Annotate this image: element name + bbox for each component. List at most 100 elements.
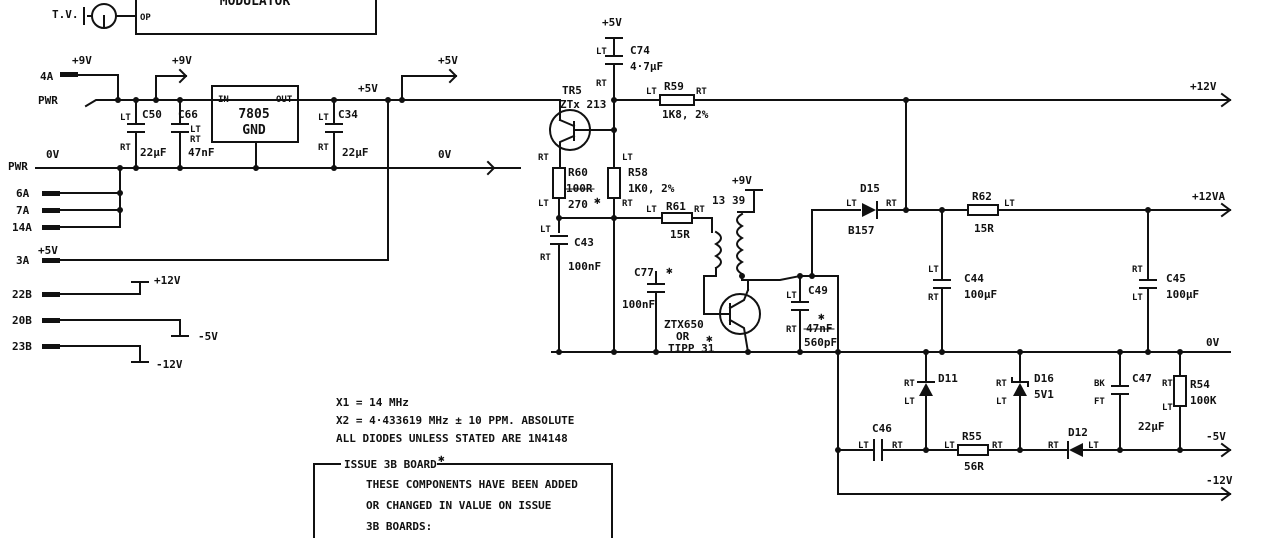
rail-minus12v-out: -12V — [1206, 474, 1233, 487]
tr-star: ✱ — [706, 332, 713, 345]
notes: X1 = 14 MHz X2 = 4·433619 MHz ± 10 PPM. … — [313, 396, 613, 538]
tr5-section: +5V LT RT C74 4·7µF LT RT R59 1K8, 2% +1… — [538, 16, 1232, 355]
svg-text:BK: BK — [1094, 379, 1105, 389]
tr-part-or: OR — [676, 330, 690, 343]
svg-text:RT: RT — [540, 253, 551, 263]
conn-pwr-1: PWR — [38, 94, 58, 107]
r55-value: 56R — [964, 460, 984, 473]
svg-text:RT: RT — [622, 199, 633, 209]
svg-text:LT: LT — [1088, 441, 1099, 451]
r59-label: R59 — [664, 80, 684, 93]
svg-text:LT: LT — [538, 199, 549, 209]
conn-pwr-2: PWR — [8, 160, 28, 173]
r59-value: 1K8, 2% — [662, 108, 709, 121]
rail-minus5v-out: -5V — [1206, 430, 1226, 443]
r61-resistor — [661, 212, 693, 224]
rail-plus5v-c: +5V — [38, 244, 58, 257]
svg-text:LT: LT — [596, 47, 607, 57]
svg-text:RT: RT — [1162, 379, 1173, 389]
svg-text:LT: LT — [622, 153, 633, 163]
rail-plus12va-out: +12VA — [1192, 190, 1225, 203]
c77-value: 100nF — [622, 298, 655, 311]
issue-line-2: OR CHANGED IN VALUE ON ISSUE — [366, 499, 551, 512]
r62-value: 15R — [974, 222, 994, 235]
rail-plus5v-top: +5V — [602, 16, 622, 29]
svg-text:RT: RT — [992, 441, 1003, 451]
rail-minus5v-small: -5V — [198, 330, 218, 343]
r55-resistor — [957, 444, 989, 456]
r59-resistor — [659, 94, 695, 106]
rail-0v-a: 0V — [438, 148, 452, 161]
xfmr-winding-b: 39 — [732, 194, 745, 207]
c47-label: C47 — [1132, 372, 1152, 385]
r55-label: R55 — [962, 430, 982, 443]
svg-text:RT: RT — [596, 79, 607, 89]
svg-text:LT: LT — [318, 113, 329, 123]
issue-title: ISSUE 3B BOARD — [344, 458, 437, 471]
c74-label: C74 — [630, 44, 650, 57]
svg-text:LT: LT — [646, 205, 657, 215]
svg-text:RT: RT — [1132, 265, 1143, 275]
svg-text:RT: RT — [1048, 441, 1059, 451]
regulator-section: +9V LT RT C50 22µF C66 LT RT 47nF IN OUT… — [115, 54, 561, 213]
conn-4a: 4A — [40, 70, 54, 83]
c34-value: 22µF — [342, 146, 369, 159]
c74-value: 4·7µF — [630, 60, 663, 73]
rail-plus12v-out: +12V — [1190, 80, 1217, 93]
issue-line-3: 3B BOARDS: — [366, 520, 432, 533]
svg-text:FT: FT — [1094, 397, 1105, 407]
issue-star: ✱ — [438, 452, 445, 465]
note-x2: X2 = 4·433619 MHz ± 10 PPM. ABSOLUTE — [336, 414, 574, 427]
svg-text:LT: LT — [858, 441, 869, 451]
r58-label: R58 — [628, 166, 648, 179]
d15-label: D15 — [860, 182, 880, 195]
r54-label: R54 — [1190, 378, 1210, 391]
svg-text:LT: LT — [944, 441, 955, 451]
svg-text:RT: RT — [786, 325, 797, 335]
conn-20b: 20B — [12, 314, 32, 327]
r60-label: R60 — [568, 166, 588, 179]
input-connectors: 4A +9V PWR PWR 0V 6A 7A 14A 3A +5V 22B +… — [8, 54, 521, 371]
modulator-block: MODULATOR T.V. OP — [52, 0, 377, 35]
svg-text:LT: LT — [1162, 403, 1173, 413]
c45-label: C45 — [1166, 272, 1186, 285]
r62-label: R62 — [972, 190, 992, 203]
r61-label: R61 — [666, 200, 686, 213]
svg-text:RT: RT — [694, 205, 705, 215]
tr-part-a: ZTX650 — [664, 318, 704, 331]
c49-star: ✱ — [818, 310, 825, 323]
modulator-label: MODULATOR — [220, 0, 291, 9]
d16-label: D16 — [1034, 372, 1054, 385]
c47-value: 22µF — [1138, 420, 1165, 433]
svg-text:LT: LT — [1132, 293, 1143, 303]
reg-in: IN — [218, 95, 229, 105]
note-x1: X1 = 14 MHz — [336, 396, 409, 409]
svg-text:LT: LT — [846, 199, 857, 209]
conn-23b: 23B — [12, 340, 32, 353]
conn-22b: 22B — [12, 288, 32, 301]
c77-star: ✱ — [666, 264, 673, 277]
c44-value: 100µF — [964, 288, 997, 301]
conn-7a: 7A — [16, 204, 30, 217]
d16-value: 5V1 — [1034, 388, 1054, 401]
rail-minus12v-small: -12V — [156, 358, 183, 371]
svg-text:LT: LT — [1004, 199, 1015, 209]
rail-0v-b: 0V — [1206, 336, 1220, 349]
svg-text:LT: LT — [786, 291, 797, 301]
svg-text:RT: RT — [904, 379, 915, 389]
svg-text:RT: RT — [318, 143, 329, 153]
svg-text:RT: RT — [190, 135, 201, 145]
r54-value: 100K — [1190, 394, 1217, 407]
c44-label: C44 — [964, 272, 984, 285]
reg-out: OUT — [276, 95, 293, 105]
d12-label: D12 — [1068, 426, 1088, 439]
c43-label: C43 — [574, 236, 594, 249]
rail-plus9v-b: +9V — [172, 54, 192, 67]
transformer-primary-icon — [714, 230, 722, 270]
svg-text:LT: LT — [646, 87, 657, 97]
d11-diode-icon — [919, 383, 933, 396]
c46-label: C46 — [872, 422, 892, 435]
rail-plus5v-b: +5V — [438, 54, 458, 67]
op-label: OP — [140, 13, 151, 23]
